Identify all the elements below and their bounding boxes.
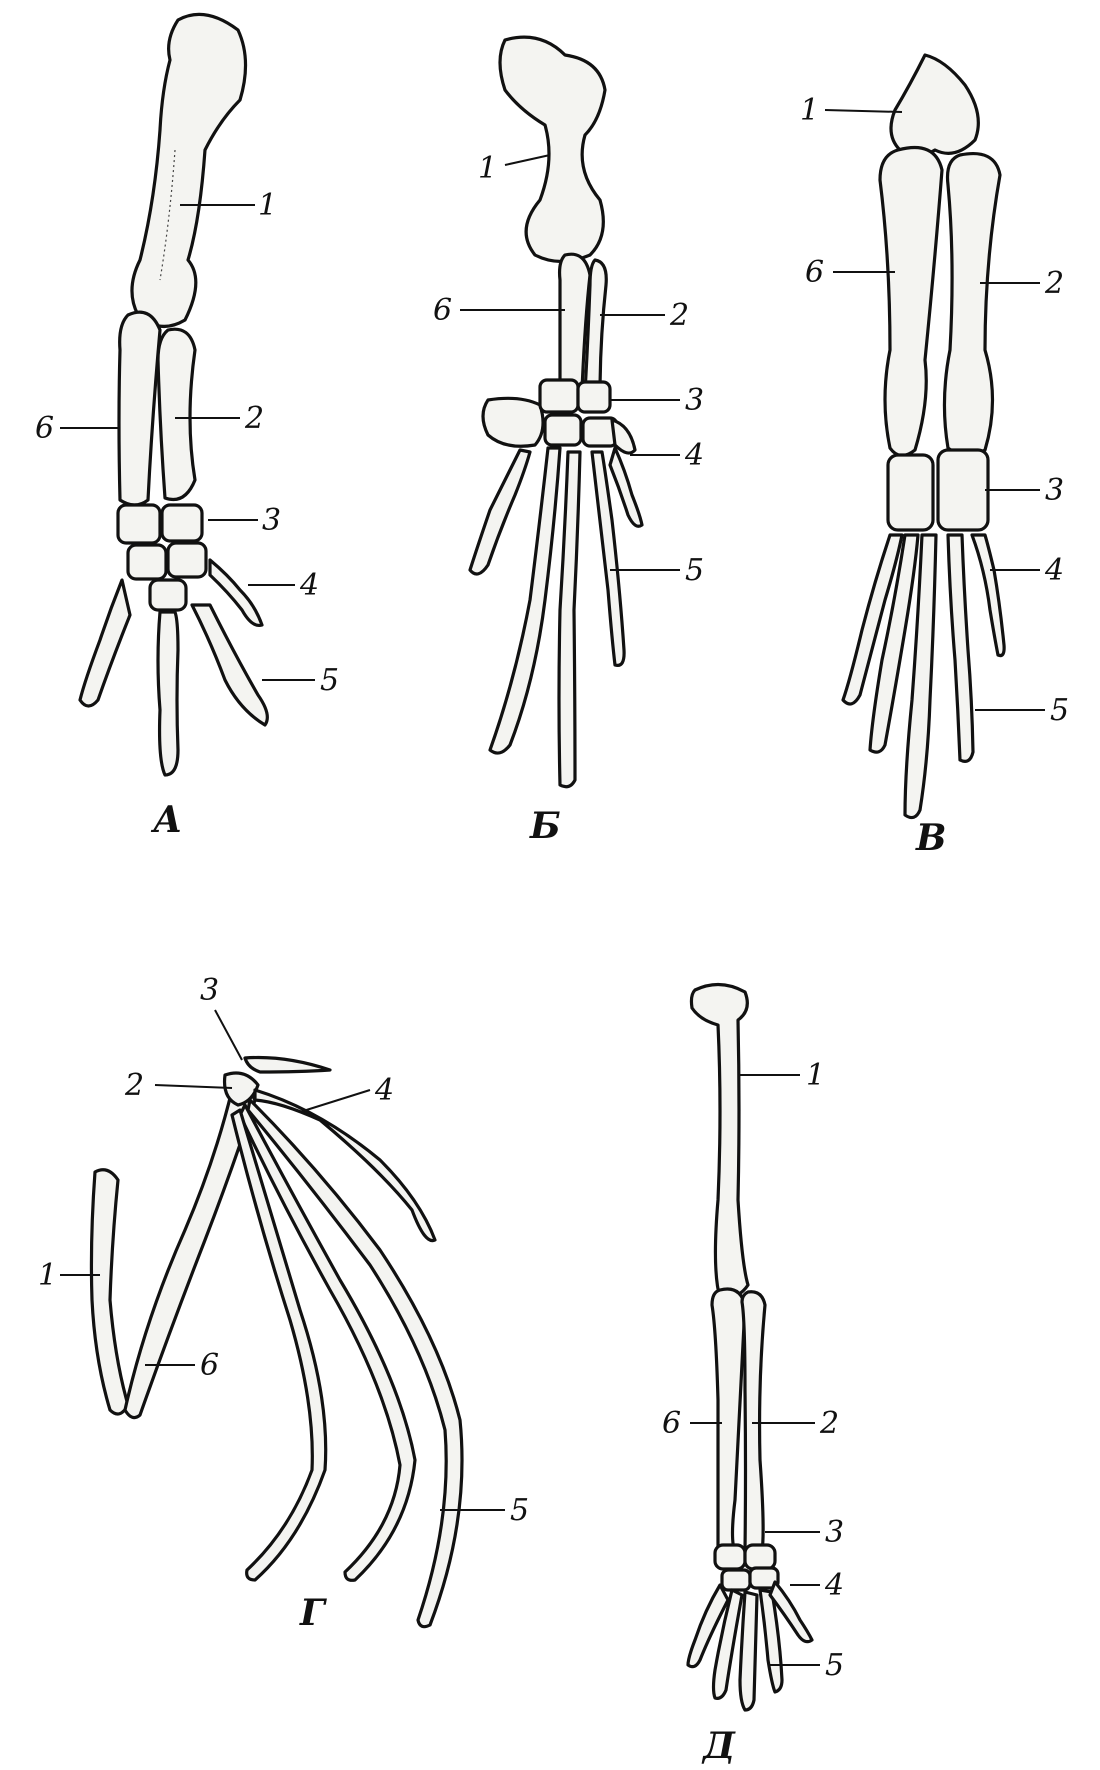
panel-b-label-6: 6 bbox=[433, 293, 452, 328]
panel-a: 1 2 3 4 5 6 А bbox=[35, 12, 339, 841]
panel-d-letter: Д bbox=[701, 1725, 736, 1767]
panel-d-label-1: 1 bbox=[806, 1058, 825, 1093]
panel-d-label-2: 2 bbox=[819, 1406, 839, 1441]
panel-b-carpals bbox=[481, 378, 637, 455]
panel-v-label-3: 3 bbox=[1045, 473, 1064, 508]
panel-v-digits bbox=[841, 533, 1006, 820]
panel-g-label-3: 3 bbox=[200, 973, 219, 1008]
panel-g-letter: Г bbox=[299, 1592, 327, 1634]
panel-g-label-4: 4 bbox=[374, 1073, 394, 1108]
panel-a-ulna bbox=[117, 310, 162, 507]
panel-v-label-1: 1 bbox=[800, 93, 819, 128]
panel-v-ulna bbox=[878, 145, 944, 458]
panel-d-carpals bbox=[713, 1543, 780, 1592]
panel-d-leaders bbox=[690, 1074, 820, 1666]
panel-b-digits bbox=[468, 446, 644, 789]
panel-a-carpals bbox=[116, 503, 208, 612]
panel-d: 1 2 3 4 5 6 Д bbox=[662, 982, 844, 1767]
panel-a-label-5: 5 bbox=[320, 663, 339, 698]
panel-v-humerus bbox=[889, 53, 980, 157]
panel-d-humerus bbox=[689, 982, 750, 1300]
panel-a-label-4: 4 bbox=[299, 568, 319, 603]
panel-v: 1 2 3 4 5 6 В bbox=[800, 53, 1069, 859]
panel-g-forearm bbox=[123, 1085, 257, 1420]
panel-b-leaders bbox=[460, 154, 680, 571]
panel-d-label-6: 6 bbox=[662, 1406, 681, 1441]
panel-a-radius bbox=[156, 327, 197, 502]
panel-a-humerus bbox=[130, 12, 248, 328]
panel-a-leaders bbox=[60, 204, 315, 681]
panel-g: 1 2 3 4 5 6 Г bbox=[38, 973, 529, 1634]
panel-v-leaders bbox=[824, 109, 1045, 711]
panel-v-label-5: 5 bbox=[1050, 693, 1069, 728]
panel-a-digits bbox=[78, 558, 269, 777]
panel-g-label-2: 2 bbox=[124, 1068, 144, 1103]
panel-g-humerus bbox=[89, 1168, 130, 1416]
panel-d-label-4: 4 bbox=[824, 1568, 844, 1603]
panel-g-label-5: 5 bbox=[510, 1493, 529, 1528]
panel-g-wrist bbox=[222, 1055, 332, 1107]
panel-d-label-3: 3 bbox=[825, 1515, 844, 1550]
panel-g-label-1: 1 bbox=[38, 1258, 57, 1293]
panel-a-label-1: 1 bbox=[258, 188, 277, 223]
panel-b-label-1: 1 bbox=[478, 151, 497, 186]
panel-a-label-2: 2 bbox=[244, 401, 264, 436]
panel-d-digits bbox=[686, 1580, 814, 1712]
panel-d-label-5: 5 bbox=[825, 1648, 844, 1683]
panel-v-letter: В bbox=[915, 817, 946, 859]
panel-v-label-2: 2 bbox=[1044, 266, 1064, 301]
panel-b-forearm bbox=[557, 252, 608, 400]
panel-a-label-6: 6 bbox=[35, 411, 54, 446]
panel-b-label-3: 3 bbox=[685, 383, 704, 418]
panel-b: 1 2 3 4 5 6 Б bbox=[433, 35, 704, 847]
panel-b-humerus bbox=[498, 35, 607, 264]
panel-v-radius bbox=[942, 152, 1002, 458]
panel-a-letter: А bbox=[150, 799, 182, 841]
panel-b-label-5: 5 bbox=[685, 553, 704, 588]
panel-v-label-4: 4 bbox=[1044, 553, 1064, 588]
panel-v-label-6: 6 bbox=[805, 255, 824, 290]
panel-b-label-2: 2 bbox=[669, 298, 689, 333]
panel-b-letter: Б bbox=[529, 805, 561, 847]
panel-v-carpals bbox=[886, 448, 990, 532]
panel-b-label-4: 4 bbox=[684, 438, 704, 473]
panel-g-digits bbox=[230, 1088, 464, 1629]
panel-g-leaders bbox=[60, 1009, 505, 1511]
panel-g-label-6: 6 bbox=[200, 1348, 219, 1383]
panel-a-label-3: 3 bbox=[262, 503, 281, 538]
